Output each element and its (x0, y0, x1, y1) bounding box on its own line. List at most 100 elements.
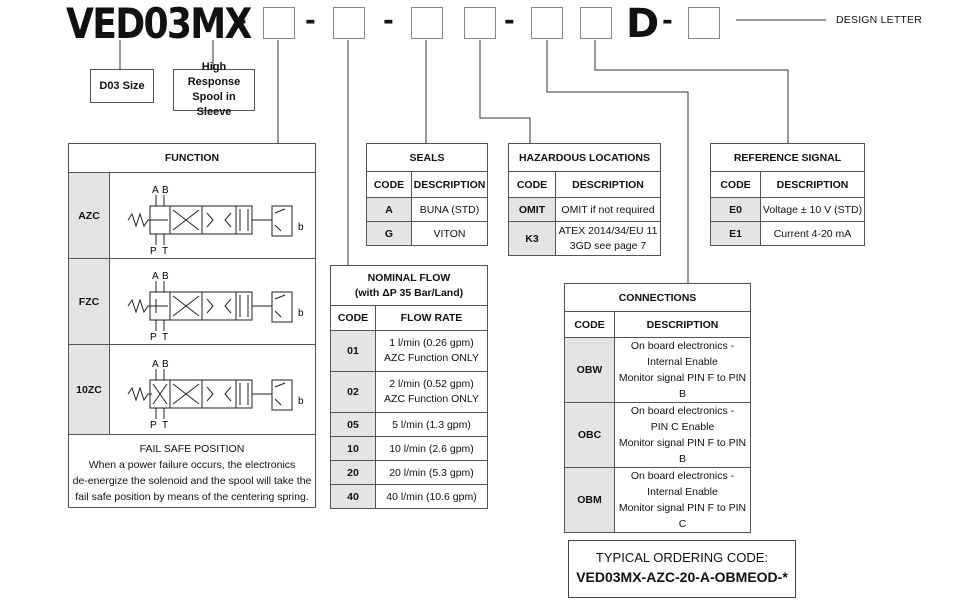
function-row: 10ZC A (69, 345, 315, 435)
flow-header: NOMINAL FLOW (with ΔP 35 Bar/Land) (330, 265, 488, 306)
table-row: 10 10 l/min (2.6 gpm) (330, 436, 488, 461)
table-row: OMIT OMIT if not required (508, 197, 661, 222)
design-letter-label: DESIGN LETTER (836, 14, 923, 26)
failsafe-line: When a power failure occurs, the electro… (88, 459, 296, 471)
side-b-label: b (298, 396, 304, 407)
dash-1: - (236, 6, 247, 36)
dash-4: - (504, 6, 515, 36)
connection-desc: On board electronics - Internal Enable M… (614, 337, 751, 403)
function-row: FZC A (69, 259, 315, 345)
hazardous-code: OMIT (508, 197, 556, 222)
connection-desc-line: PIN C Enable (650, 421, 715, 433)
connection-code: OBC (564, 402, 615, 468)
hazardous-code: K3 (508, 221, 556, 256)
seals-table: SEALS CODE DESCRIPTION A BUNA (STD) G VI… (366, 143, 488, 246)
reference-desc: Voltage ± 10 V (STD) (760, 197, 865, 222)
reference-col-code: CODE (710, 171, 761, 198)
connection-desc: On board electronics - PIN C Enable Moni… (614, 402, 751, 468)
code-box-seals (411, 7, 443, 39)
flow-rate-line2: AZC Function ONLY (384, 393, 479, 405)
valve-symbol-azc-icon: A B P T b (127, 185, 304, 257)
failsafe-line: de-energize the solenoid and the spool w… (72, 475, 312, 487)
table-row: 20 20 l/min (5.3 gpm) (330, 460, 488, 485)
flow-rate: 5 l/min (1.3 gpm) (375, 412, 488, 437)
flow-code: 02 (330, 371, 376, 413)
spool-label-line1: High Response (187, 61, 241, 88)
connection-desc-line: Monitor signal PIN F to PIN B (618, 437, 747, 465)
port-p: P (150, 332, 157, 343)
port-t: T (162, 420, 168, 431)
connections-col-desc: DESCRIPTION (614, 311, 751, 338)
function-header: FUNCTION (69, 144, 315, 173)
port-b: B (162, 271, 169, 282)
connection-desc-line: Monitor signal PIN F to PIN C (618, 502, 747, 530)
table-row: 40 40 l/min (10.6 gpm) (330, 484, 488, 509)
flow-code: 20 (330, 460, 376, 485)
flow-code: 10 (330, 436, 376, 461)
function-code: FZC (69, 259, 110, 344)
code-box-flow (333, 7, 365, 39)
connection-desc-line: On board electronics - (630, 340, 735, 352)
flow-code: 40 (330, 484, 376, 509)
flow-header-line2: (with ΔP 35 Bar/Land) (354, 286, 464, 299)
hazardous-desc: OMIT if not required (555, 197, 661, 222)
design-d-letter: D (626, 1, 660, 47)
model-title: VED03MX (66, 0, 252, 48)
function-symbol-azc: A B P T b (110, 173, 315, 258)
failsafe-line: fail safe position by means of the cente… (75, 491, 309, 503)
connection-desc-line: Internal Enable (647, 356, 718, 368)
size-label-box: D03 Size (90, 69, 154, 103)
hazardous-header: HAZARDOUS LOCATIONS (508, 143, 661, 172)
connection-desc: On board electronics - Internal Enable M… (614, 467, 751, 533)
spool-label-line2: Spool in Sleeve (192, 91, 236, 118)
flow-rate: 10 l/min (2.6 gpm) (375, 436, 488, 461)
connection-desc-line: On board electronics - (630, 470, 735, 482)
code-box-reference (580, 7, 612, 39)
typical-ordering-label: TYPICAL ORDERING CODE: (595, 550, 769, 565)
port-a: A (152, 185, 159, 196)
connection-code: OBW (564, 337, 615, 403)
port-a: A (152, 359, 159, 370)
port-a: A (152, 271, 159, 282)
table-row: OBM On board electronics - Internal Enab… (564, 467, 751, 533)
flow-table: NOMINAL FLOW (with ΔP 35 Bar/Land) CODE … (330, 265, 488, 509)
seal-desc: VITON (411, 221, 488, 246)
flow-col-rate: FLOW RATE (375, 305, 488, 331)
code-box-hazardous (464, 7, 496, 39)
hazardous-table: HAZARDOUS LOCATIONS CODE DESCRIPTION OMI… (508, 143, 661, 256)
code-box-design (688, 7, 720, 39)
flow-col-code: CODE (330, 305, 376, 331)
port-b: B (162, 359, 169, 370)
typical-ordering-code: VED03MX-AZC-20-A-OBMEOD-* (576, 569, 788, 585)
code-box-function (263, 7, 295, 39)
valve-symbol-fzc-icon: A B P T b (127, 271, 304, 343)
flow-code: 01 (330, 330, 376, 372)
connection-desc-line: Monitor signal PIN F to PIN B (618, 372, 747, 400)
valve-symbol-10zc-icon: A B P T b (127, 359, 304, 431)
connection-desc-line: On board electronics - (630, 405, 735, 417)
side-b-label: b (298, 222, 304, 233)
seal-code: A (366, 197, 412, 222)
table-row: 05 5 l/min (1.3 gpm) (330, 412, 488, 437)
flow-rate: 40 l/min (10.6 gpm) (375, 484, 488, 509)
reference-desc: Current 4-20 mA (760, 221, 865, 246)
flow-header-line1: NOMINAL FLOW (367, 271, 451, 284)
function-table: FUNCTION AZC (68, 143, 316, 508)
flow-rate-line1: 1 l/min (0.26 gpm) (389, 337, 474, 349)
port-b: B (162, 185, 169, 196)
table-row: K3 ATEX 2014/34/EU 11 3GD see page 7 (508, 221, 661, 256)
code-box-connections (531, 7, 563, 39)
function-symbol-fzc: A B P T b (110, 259, 315, 344)
table-row: E1 Current 4-20 mA (710, 221, 865, 246)
table-row: G VITON (366, 221, 488, 246)
hazardous-col-desc: DESCRIPTION (555, 171, 661, 198)
typical-ordering-box: TYPICAL ORDERING CODE: VED03MX-AZC-20-A-… (568, 540, 796, 598)
dash-5: - (662, 6, 673, 36)
reference-table: REFERENCE SIGNAL CODE DESCRIPTION E0 Vol… (710, 143, 865, 246)
seals-header: SEALS (366, 143, 488, 172)
connections-header: CONNECTIONS (564, 283, 751, 312)
reference-col-desc: DESCRIPTION (760, 171, 865, 198)
table-row: 02 2 l/min (0.52 gpm) AZC Function ONLY (330, 371, 488, 413)
spool-label-box: High Response Spool in Sleeve (173, 61, 255, 118)
